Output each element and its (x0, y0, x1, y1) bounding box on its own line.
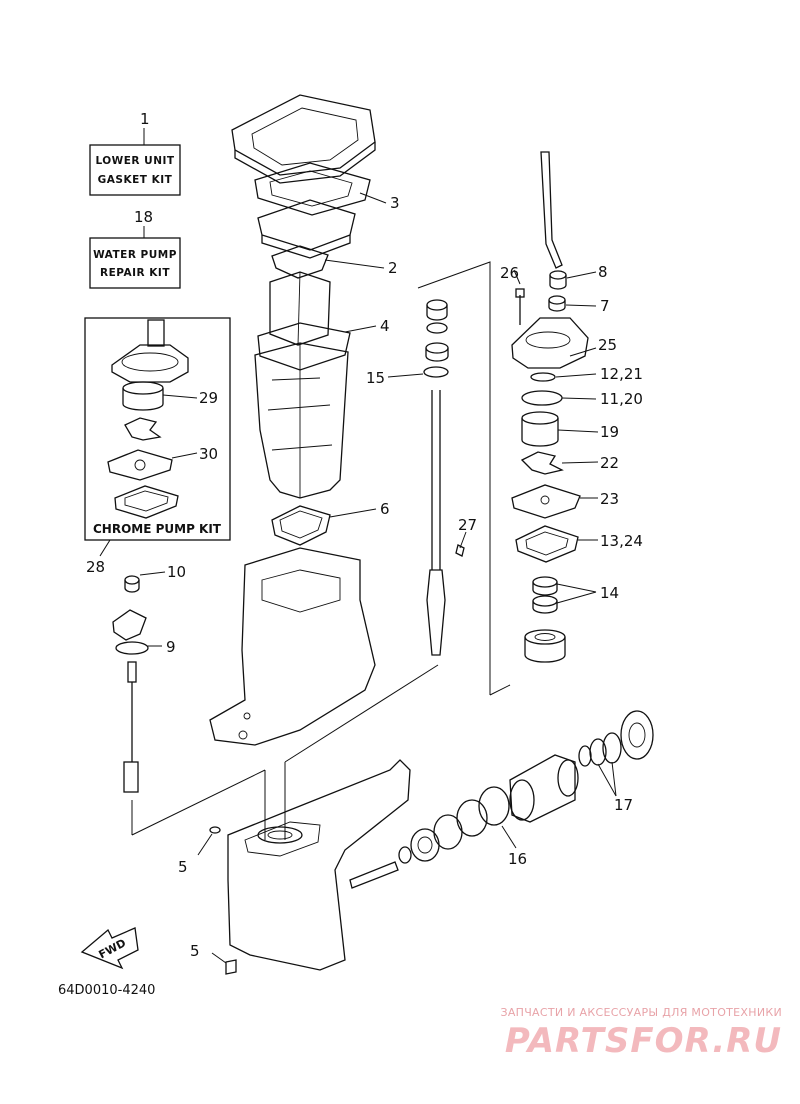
kit-water-pump-repair: 18 WATER PUMP REPAIR KIT (89, 208, 181, 289)
drawing-code: 64D0010-4240 (58, 983, 155, 998)
callout-26: 26 (500, 264, 519, 282)
callout-25: 25 (598, 336, 617, 354)
upper-casing (209, 547, 376, 746)
callout-3: 3 (390, 194, 400, 212)
drive-shaft-assembly: 15 27 (366, 261, 511, 696)
chrome-pump-kit: CHROME PUMP KIT 28 29 30 (84, 317, 231, 576)
callout-23: 23 (600, 490, 619, 508)
callout-5-lower: 5 (190, 942, 200, 960)
callout-16: 16 (508, 850, 527, 868)
watermark-brand: PARTSFOR.RU (504, 1021, 782, 1061)
callout-4: 4 (380, 317, 390, 335)
kit-1-line1: LOWER UNIT (95, 155, 174, 167)
kit-number-28: 28 (86, 558, 105, 576)
shift-rod-parts: 10 9 (112, 563, 439, 840)
callout-6: 6 (380, 500, 390, 518)
kit-lower-unit-gasket: 1 LOWER UNIT GASKET KIT (89, 110, 181, 196)
callout-8: 8 (598, 263, 608, 281)
chrome-pump-kit-label: CHROME PUMP KIT (93, 522, 222, 536)
callout-30: 30 (199, 445, 218, 463)
callout-27: 27 (458, 516, 477, 534)
kit-18-line1: WATER PUMP (93, 249, 177, 261)
forward-direction-arrow: FWD (80, 927, 139, 970)
callout-22: 22 (600, 454, 619, 472)
callout-19: 19 (600, 423, 619, 441)
kit-number-1: 1 (140, 110, 150, 128)
callout-11-20: 11,20 (600, 390, 643, 408)
callout-9: 9 (166, 638, 176, 656)
callout-2: 2 (388, 259, 398, 277)
callout-15: 15 (366, 369, 385, 387)
callout-10: 10 (167, 563, 186, 581)
lower-casing-assembly: 5 5 16 17 (178, 710, 654, 975)
callout-7: 7 (600, 297, 610, 315)
callout-29: 29 (199, 389, 218, 407)
upper-casing-assembly: 3 2 4 6 (231, 94, 400, 546)
callout-17: 17 (614, 796, 633, 814)
kit-number-18: 18 (134, 208, 153, 226)
watermark-tagline: ЗАПЧАСТИ И АКСЕССУАРЫ ДЛЯ МОТОТЕХНИКИ (500, 1006, 782, 1019)
chrome-pump-kit-box (84, 317, 231, 541)
callout-5-upper: 5 (178, 858, 188, 876)
water-pump-assembly: 8 7 26 25 12,21 11,20 19 22 (500, 151, 643, 663)
kit-box-18 (89, 237, 181, 289)
callout-14: 14 (600, 584, 619, 602)
kit-1-line2: GASKET KIT (98, 174, 173, 186)
kit-18-line2: REPAIR KIT (100, 267, 170, 279)
callout-12-21: 12,21 (600, 365, 643, 383)
kit-box-1 (89, 144, 181, 196)
watermark: ЗАПЧАСТИ И АКСЕССУАРЫ ДЛЯ МОТОТЕХНИКИ PA… (500, 1006, 782, 1061)
callout-13-24: 13,24 (600, 532, 643, 550)
